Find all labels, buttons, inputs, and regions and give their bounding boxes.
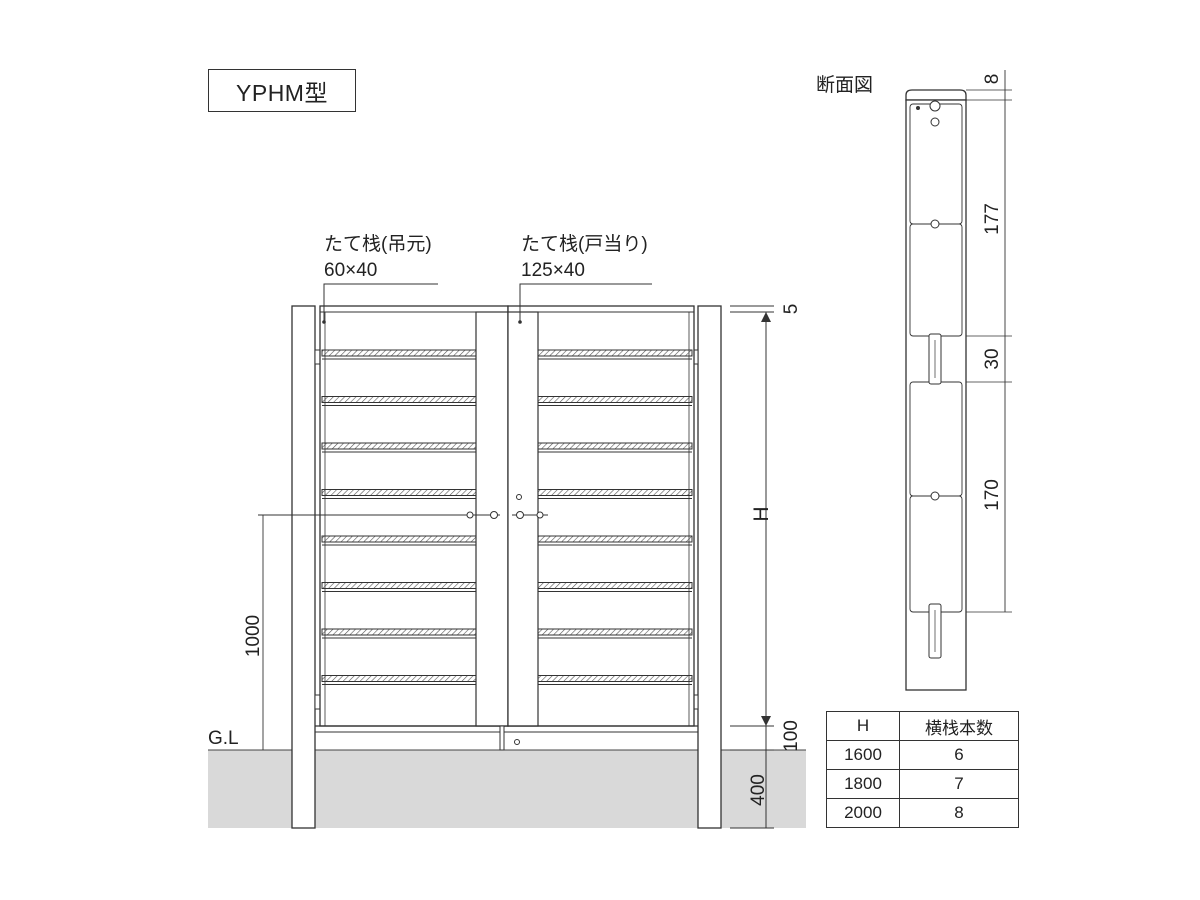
horizontal-rail (321, 396, 477, 403)
table-cell-height: 1600 (826, 740, 900, 770)
left-gate-leaf (319, 305, 509, 727)
callout-left-line2: 60×40 (324, 260, 377, 281)
section-dimension-line (966, 70, 1012, 613)
callout-leader-right (519, 283, 652, 322)
callout-right-line2: 125×40 (521, 260, 585, 281)
section-dim-30: 30 (982, 348, 1003, 369)
horizontal-rail (537, 675, 693, 682)
latch-stile-left (475, 311, 509, 727)
height-label: H (750, 506, 773, 521)
horizontal-rail (321, 442, 477, 450)
table-cell-height: 2000 (826, 798, 900, 828)
callout-dot-left (322, 320, 326, 324)
table-cell-rail-count: 7 (899, 769, 1019, 799)
callout-left-line1: たて栈(吊元) (324, 233, 432, 255)
cross-section-profile (905, 89, 967, 691)
rail-count-table: H 横栈本数 1600 6 1800 7 2000 8 (826, 711, 1019, 828)
right-gate-leaf (507, 305, 695, 727)
horizontal-rail (537, 628, 693, 636)
model-label: YPHM型 (208, 69, 356, 112)
ground-clearance-value: 100 (781, 720, 802, 752)
horizontal-rail (321, 535, 477, 543)
horizontal-rail (537, 349, 693, 357)
table-header-rail-count: 横栈本数 (899, 711, 1019, 741)
right-post (697, 305, 722, 829)
left-post (291, 305, 316, 829)
table-cell-height: 1800 (826, 769, 900, 799)
hinge-bottom-left (314, 694, 321, 710)
table-cell-rail-count: 6 (899, 740, 1019, 770)
horizontal-rails (321, 349, 693, 685)
horizontal-rail (321, 489, 477, 496)
horizontal-rail (537, 489, 693, 496)
horizontal-rail (537, 582, 693, 589)
embed-depth-value: 400 (748, 774, 769, 806)
height-dimension (730, 305, 774, 829)
section-dim-8: 8 (982, 74, 1003, 85)
horizontal-rail (321, 675, 477, 682)
horizontal-rail (537, 535, 693, 543)
table-row: 1600 6 (826, 740, 1019, 770)
table-header-height: H (826, 711, 900, 741)
section-title: 断面図 (816, 75, 874, 96)
top-gap-value: 5 (781, 304, 802, 315)
handle-height-value: 1000 (243, 615, 264, 657)
horizontal-rail (321, 582, 477, 589)
callout-dot-right (518, 320, 522, 324)
table-header-row: H 横栈本数 (826, 711, 1019, 741)
callout-leader-left (323, 283, 438, 322)
horizontal-rail (321, 349, 477, 357)
callout-right-line1: たて栈(戸当り) (521, 233, 648, 255)
section-dim-170: 170 (982, 479, 1003, 511)
horizontal-rail (537, 396, 693, 403)
drop-rod-knob (514, 739, 520, 745)
horizontal-rail (537, 442, 693, 450)
hinge-top-left (314, 349, 321, 365)
table-cell-rail-count: 8 (899, 798, 1019, 828)
ground-level-label: G.L (208, 728, 239, 749)
horizontal-rail (321, 628, 477, 636)
section-dim-177: 177 (982, 203, 1003, 235)
handle-height-dimension (258, 514, 464, 750)
lock-handle (464, 494, 548, 519)
table-row: 2000 8 (826, 798, 1019, 828)
table-row: 1800 7 (826, 769, 1019, 799)
drop-rod (499, 725, 505, 751)
latch-stile-right (507, 311, 539, 727)
